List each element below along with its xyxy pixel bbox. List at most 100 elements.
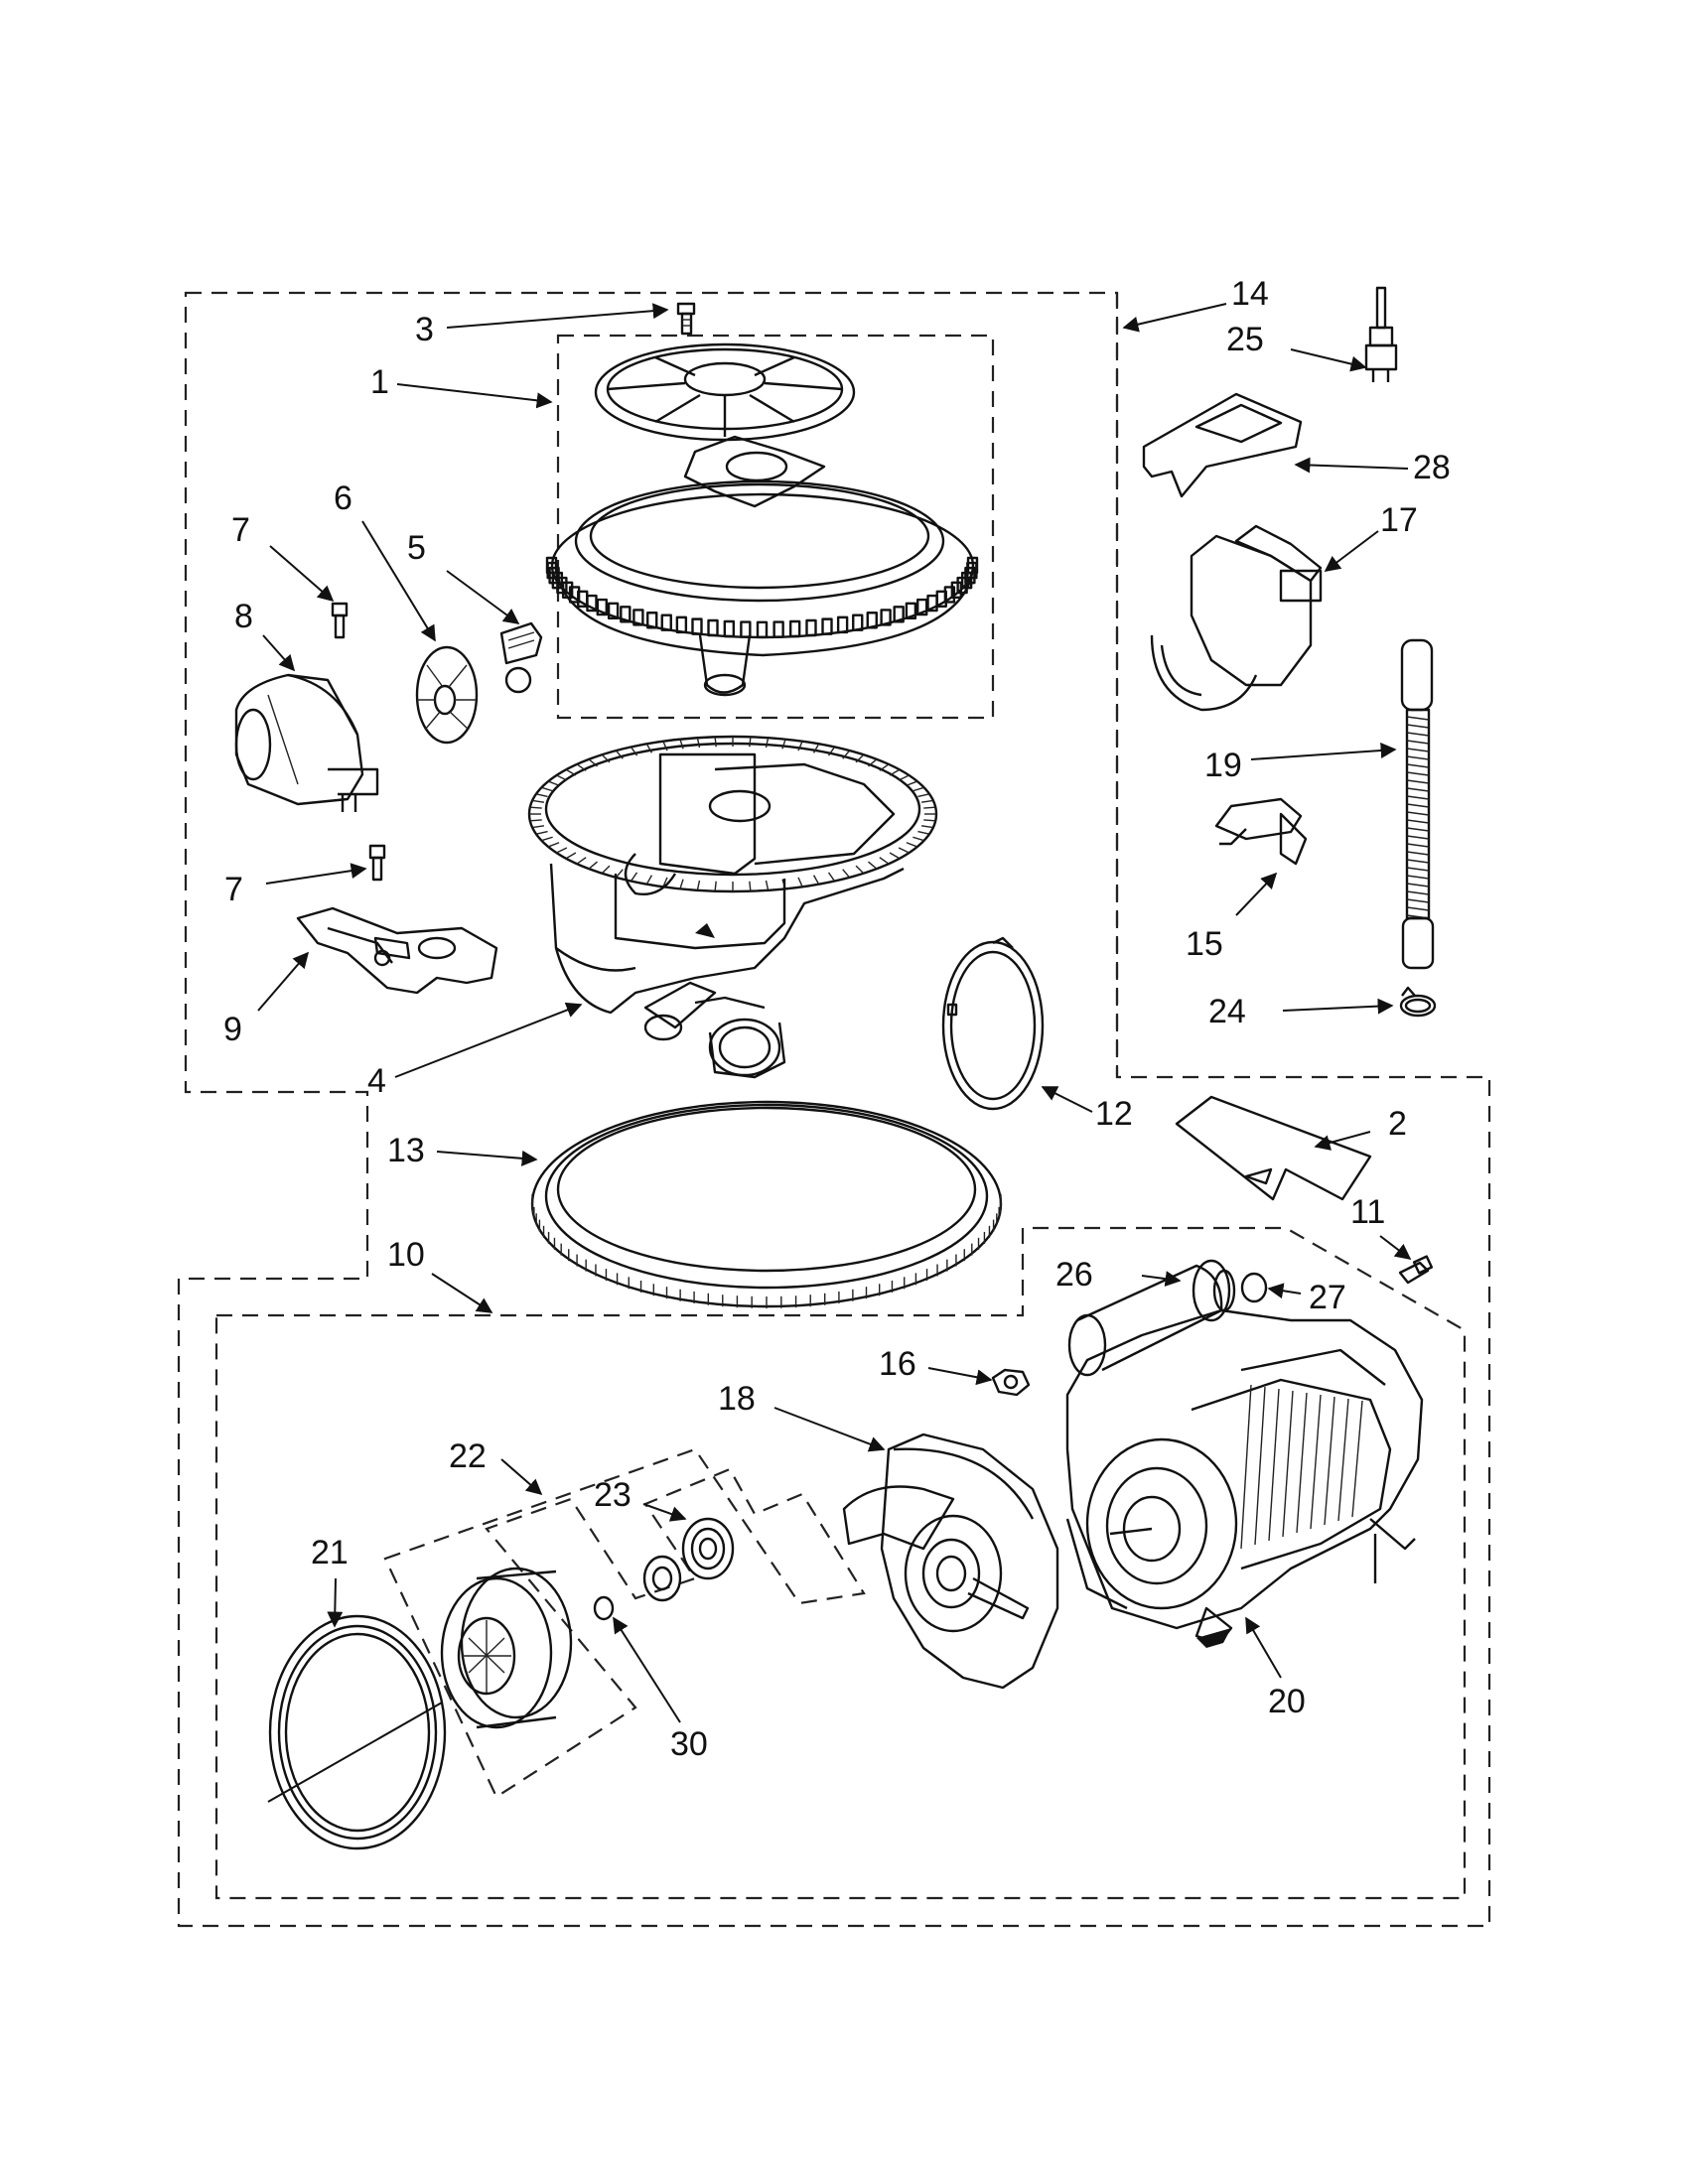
tooth <box>852 614 864 631</box>
ridge <box>898 774 910 781</box>
rib <box>1406 803 1430 808</box>
ridge <box>797 877 803 887</box>
callout-10: 10 <box>387 1236 425 1274</box>
part-8-motor <box>234 673 379 812</box>
part-12-ring <box>941 936 1045 1111</box>
callout-15: 15 <box>1186 925 1223 963</box>
filter-teeth <box>545 556 979 638</box>
callout-13: 13 <box>387 1132 425 1169</box>
callout-4: 4 <box>367 1062 386 1100</box>
leader-lines <box>257 303 1412 1723</box>
ridge <box>576 763 587 771</box>
callout-20: 20 <box>1268 1683 1306 1720</box>
ridge <box>879 857 890 865</box>
part-13-gasket <box>530 1100 1003 1308</box>
part-1-filter-assembly <box>545 342 979 697</box>
ridge <box>714 737 717 748</box>
tooth <box>916 598 928 616</box>
ridge <box>912 786 924 792</box>
ridge <box>917 830 930 835</box>
part-5-diverter <box>499 621 543 694</box>
fin <box>1296 1392 1308 1534</box>
callout-5: 5 <box>407 529 426 567</box>
part-30-washer <box>593 1595 615 1621</box>
ridge <box>556 847 568 854</box>
ridge <box>696 880 701 890</box>
ridge <box>565 852 577 860</box>
callout-21: 21 <box>311 1534 349 1571</box>
motor-fins <box>1240 1384 1363 1550</box>
tooth <box>620 606 632 623</box>
part-27-washer <box>1240 1272 1268 1303</box>
fin <box>1240 1384 1252 1550</box>
callout-30: 30 <box>670 1725 708 1763</box>
ridge <box>842 750 851 759</box>
ridge <box>855 865 865 875</box>
part-24-clamp <box>1399 986 1437 1018</box>
part-18-pump-housing <box>842 1433 1059 1690</box>
rib <box>1406 732 1430 737</box>
ridge <box>868 758 878 767</box>
rib <box>1406 851 1430 856</box>
rib <box>1406 787 1430 792</box>
fin <box>1351 1400 1363 1518</box>
tooth <box>607 602 620 620</box>
rib <box>1406 779 1430 784</box>
ridge <box>529 819 542 822</box>
ridge <box>696 738 701 749</box>
rib <box>1406 748 1430 752</box>
ridge <box>541 836 553 842</box>
callout-7-lower: 7 <box>224 871 243 908</box>
part-17-sensor <box>1150 524 1323 712</box>
tooth <box>691 617 703 635</box>
callout-28: 28 <box>1413 449 1451 486</box>
ridge <box>812 743 820 753</box>
ridge <box>923 819 936 822</box>
tooth <box>556 576 568 595</box>
part-22-impeller <box>440 1567 573 1729</box>
ridge <box>917 793 930 798</box>
sump-ridges <box>529 737 936 891</box>
ridge <box>827 747 836 756</box>
ridge <box>920 799 933 803</box>
hose-ribs <box>1406 716 1430 919</box>
tooth <box>772 620 784 638</box>
rib <box>1406 827 1430 832</box>
part-20-motor <box>1065 1308 1424 1648</box>
part-21-ring <box>267 1614 447 1850</box>
rib <box>1406 716 1430 721</box>
callout-11: 11 <box>1350 1193 1385 1231</box>
callout-16: 16 <box>879 1345 916 1383</box>
ridge <box>906 842 918 848</box>
ridge <box>889 852 901 860</box>
ridge <box>547 780 560 786</box>
callout-1: 1 <box>370 363 389 401</box>
ridge <box>827 872 836 882</box>
tooth <box>723 619 736 638</box>
callout-3: 3 <box>415 311 434 348</box>
tooth <box>893 606 905 623</box>
part-23-seal <box>642 1517 735 1602</box>
part-11-screw <box>1398 1255 1434 1285</box>
tooth <box>596 598 608 616</box>
callout-12: 12 <box>1095 1095 1133 1133</box>
fin <box>1268 1388 1280 1542</box>
tooth <box>561 581 574 599</box>
ridge <box>679 879 684 889</box>
rib <box>1406 724 1430 729</box>
rib <box>1406 859 1430 864</box>
ridge <box>541 786 553 792</box>
ridge <box>547 842 560 848</box>
callout-18: 18 <box>718 1380 756 1418</box>
ridge <box>630 872 638 882</box>
ridge <box>765 738 770 749</box>
ridge <box>842 869 851 879</box>
ridge <box>868 861 878 870</box>
ridge <box>529 806 542 809</box>
ridge <box>601 753 611 763</box>
ridge <box>588 758 598 767</box>
part-4-sump <box>527 735 938 1079</box>
part-9-plate <box>296 906 498 995</box>
part-26-capacitor <box>1067 1259 1236 1377</box>
tooth <box>660 614 672 631</box>
